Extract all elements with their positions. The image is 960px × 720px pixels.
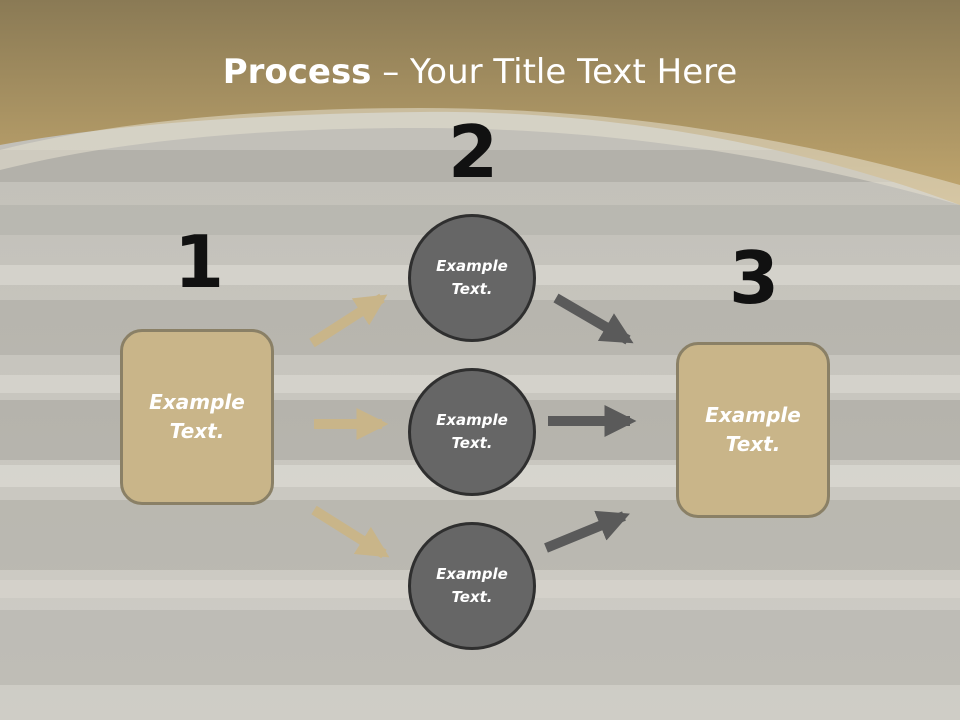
slide-title: Process – Your Title Text Here xyxy=(0,52,960,92)
circle-bottom-text: Example Text. xyxy=(436,565,508,606)
right-box: Example Text. xyxy=(676,342,830,518)
arrow-left-to-top xyxy=(309,293,388,348)
title-bold: Process xyxy=(222,52,372,92)
step-number-1: 1 xyxy=(173,220,225,304)
arrow-bottom-to-right xyxy=(544,510,630,553)
left-box: Example Text. xyxy=(120,329,274,505)
left-box-text: Example Text. xyxy=(149,390,245,443)
circle-bottom: Example Text. xyxy=(408,522,536,650)
title-rest: – Your Title Text Here xyxy=(371,52,738,92)
circle-top-text: Example Text. xyxy=(436,257,508,298)
circle-top: Example Text. xyxy=(408,214,536,342)
right-box-text: Example Text. xyxy=(705,403,801,456)
step-number-3: 3 xyxy=(728,236,780,320)
step-number-2: 2 xyxy=(447,110,499,194)
circle-middle-text: Example Text. xyxy=(436,411,508,452)
circle-middle: Example Text. xyxy=(408,368,536,496)
arrow-left-to-bottom xyxy=(311,505,390,559)
arrow-top-to-right xyxy=(553,293,634,345)
